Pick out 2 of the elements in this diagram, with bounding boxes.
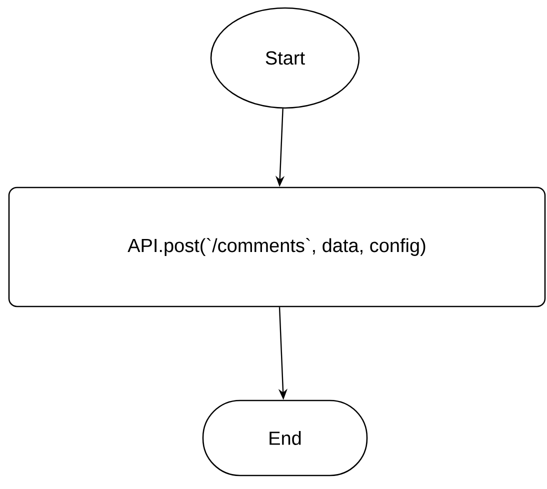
process-box: API.post(`/comments`, data, config): [8, 186, 546, 308]
end-terminal: End: [202, 400, 368, 476]
